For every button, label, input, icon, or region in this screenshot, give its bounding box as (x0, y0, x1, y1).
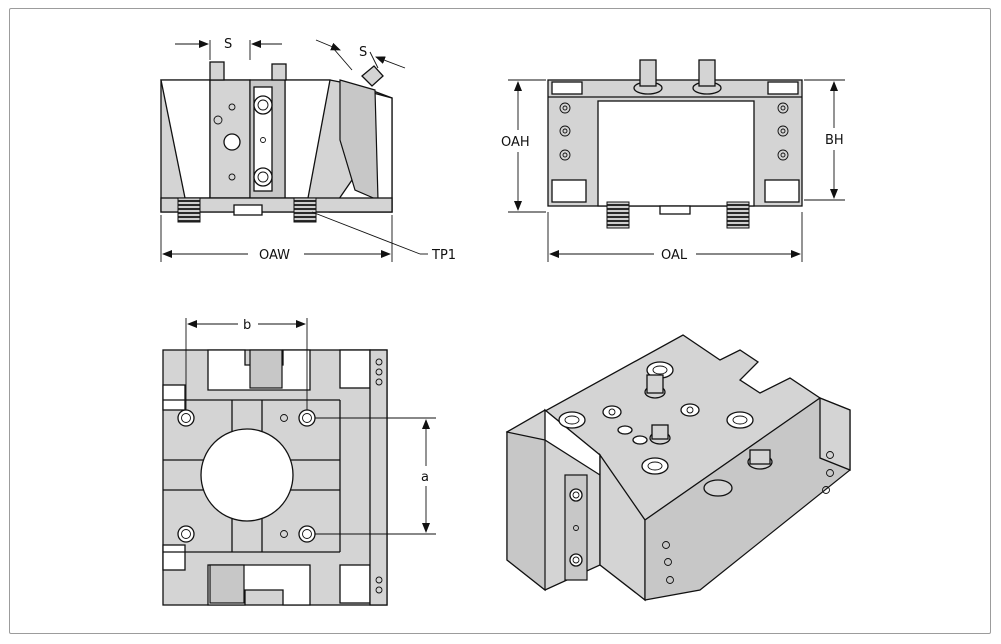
top-view (162, 349, 388, 606)
side-view (547, 59, 803, 229)
top-dimensions (185, 318, 436, 535)
a-label: a (421, 470, 429, 485)
front-view (160, 61, 393, 223)
isometric-view (505, 334, 851, 602)
tp1-label: TP1 (431, 248, 456, 263)
s-left-label: S (224, 37, 232, 52)
b-label: b (243, 318, 251, 333)
oal-label: OAL (661, 248, 688, 263)
oah-label: OAH (501, 135, 530, 150)
side-dimensions (508, 79, 845, 262)
front-dimensions (160, 39, 428, 262)
s-right-label: S (359, 45, 367, 60)
bh-label: BH (825, 133, 844, 148)
oaw-label: OAW (259, 248, 290, 263)
